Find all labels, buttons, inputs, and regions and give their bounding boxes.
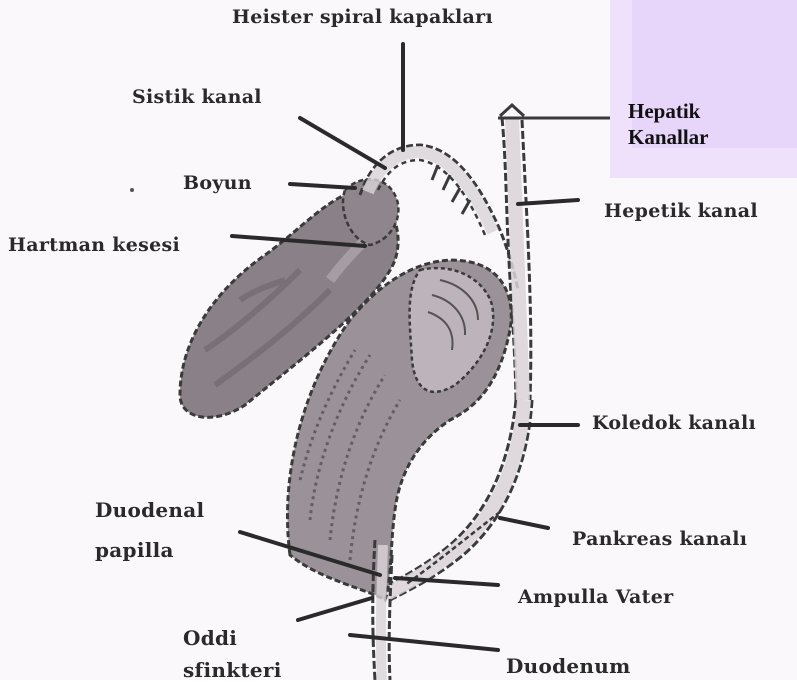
label-pankreas: Pankreas kanalı <box>572 530 747 549</box>
hepatik-line1: Hepatik <box>628 98 709 124</box>
label-sfinkteri: sfinkteri <box>183 660 282 680</box>
label-heister: Heister spiral kapakları <box>232 8 493 27</box>
label-boyun: Boyun <box>183 174 252 193</box>
label-oddi: Oddi <box>183 628 237 648</box>
speckle <box>130 188 134 192</box>
label-hartman: Hartman kesesi <box>8 236 180 255</box>
hepatik-line2: Kanallar <box>628 124 709 150</box>
label-sistik: Sistik kanal <box>132 88 262 107</box>
hepatik-highlight-box <box>610 0 797 178</box>
duodenal-lumen-fill <box>381 545 383 680</box>
label-papilla: papilla <box>95 540 174 560</box>
label-ampulla: Ampulla Vater <box>518 588 673 607</box>
label-hepetik: Hepetik kanal <box>604 202 758 221</box>
label-duodenum: Duodenum <box>506 656 631 676</box>
label-koledok: Koledok kanalı <box>592 414 756 433</box>
label-duodenal: Duodenal <box>95 500 204 520</box>
hepatik-kanallar-label: Hepatik Kanallar <box>628 98 709 150</box>
